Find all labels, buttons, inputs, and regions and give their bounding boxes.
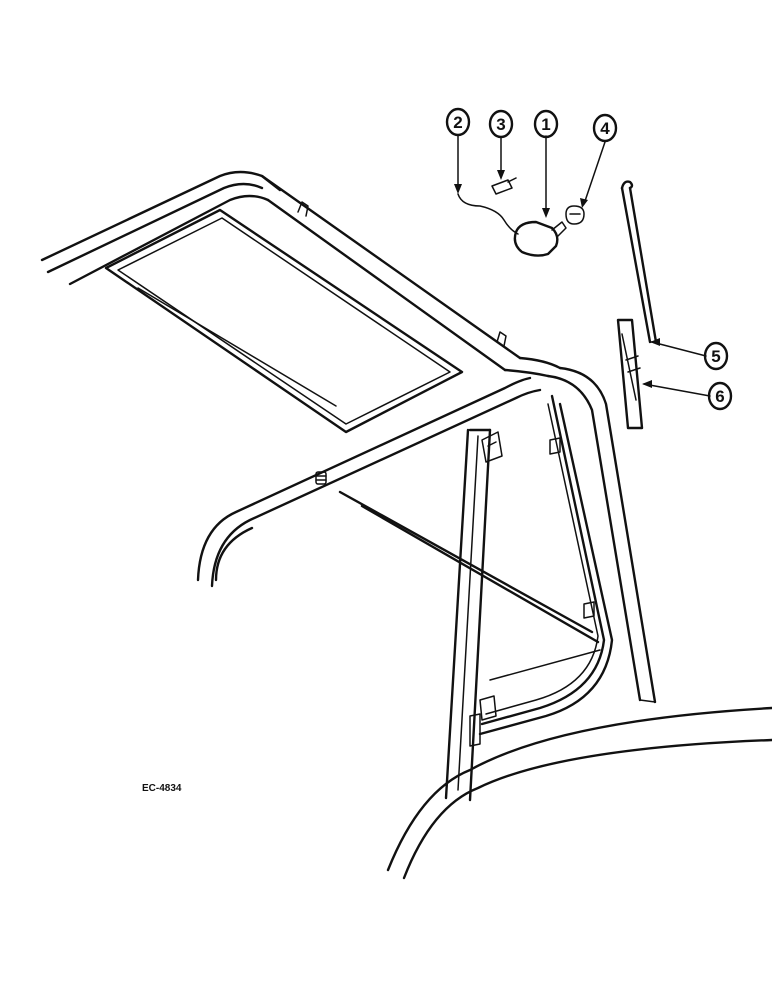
cab-roof (40, 170, 562, 378)
interior-bars (338, 490, 601, 681)
window-frame (469, 394, 614, 747)
roof-hatch (104, 208, 464, 434)
callout-1: 1 (533, 109, 559, 139)
callout-5: 5 (703, 341, 729, 371)
callout-4: 4 (592, 113, 618, 143)
callout-5-label: 5 (711, 347, 720, 366)
wiper-blade (616, 318, 644, 430)
callout-4-label: 4 (600, 119, 610, 138)
callout-1-label: 1 (541, 115, 550, 134)
callout-6-label: 6 (715, 387, 724, 406)
drawing-reference: EC-4834 (142, 783, 182, 794)
callout-3-label: 3 (496, 115, 505, 134)
leader-lines (454, 135, 711, 397)
roof-rear-rail (196, 366, 657, 704)
callout-2-label: 2 (453, 113, 462, 132)
callout-3: 3 (488, 109, 514, 139)
callout-2: 2 (445, 107, 471, 137)
wiper-motor (457, 177, 585, 257)
cab-lower-body (386, 699, 772, 880)
wiper-arm (620, 180, 658, 344)
callout-6: 6 (707, 381, 733, 411)
rear-pillar (444, 428, 492, 802)
